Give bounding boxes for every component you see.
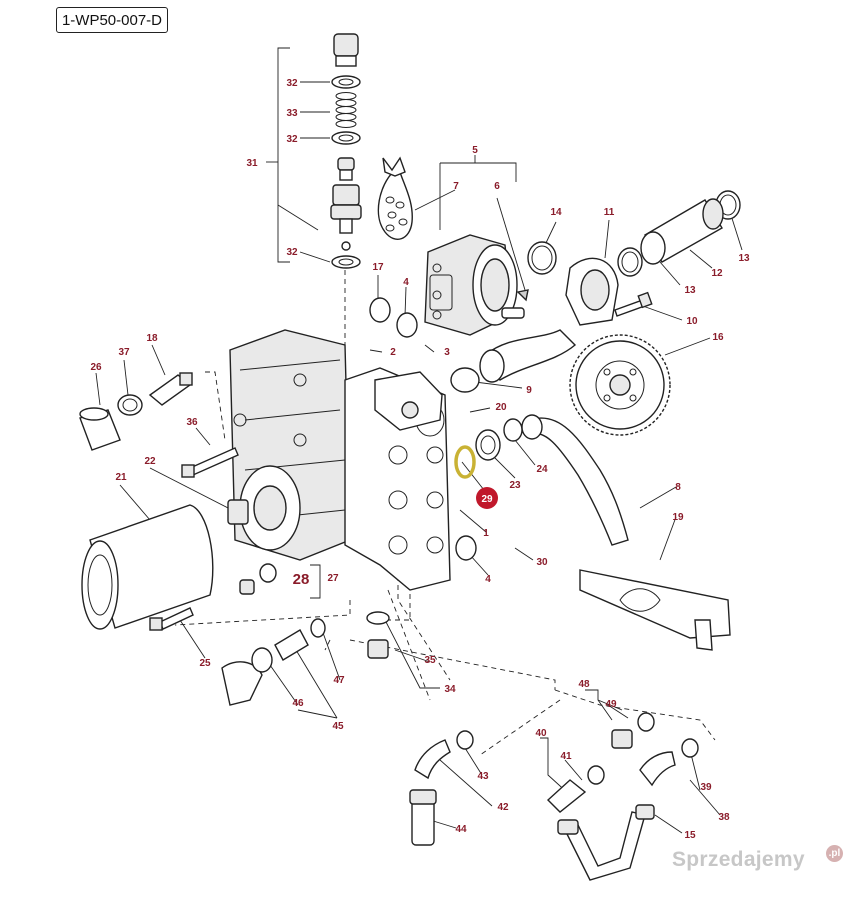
main-housing	[229, 329, 451, 591]
callout-48: 48	[578, 679, 590, 690]
callout-28: 28	[293, 571, 310, 588]
diagram-code-label: 1-WP50-007-D	[56, 7, 168, 33]
callout-3: 3	[444, 347, 450, 358]
callout-27: 27	[327, 573, 339, 584]
callout-42: 42	[497, 802, 509, 813]
leader-lines	[95, 47, 743, 834]
callout-29-badge	[476, 487, 498, 509]
gear-16	[569, 334, 671, 436]
parts-bag	[377, 156, 413, 240]
pipe-15	[557, 804, 655, 881]
callout-21: 21	[115, 472, 127, 483]
callout-4a: 4	[403, 277, 409, 288]
key-6	[516, 289, 529, 302]
fitting-48	[611, 712, 655, 749]
callout-45: 45	[332, 721, 344, 732]
callout-13a: 13	[738, 253, 750, 264]
callout-10: 10	[686, 316, 698, 327]
callout-22: 22	[144, 456, 156, 467]
callout-18: 18	[146, 333, 158, 344]
clamp-37	[117, 394, 143, 416]
callout-29: 29	[481, 494, 493, 505]
callout-33: 33	[286, 108, 298, 119]
callout-20: 20	[495, 402, 507, 413]
assembly-dashed-lines	[174, 270, 716, 756]
callout-30: 30	[536, 557, 548, 568]
callout-23: 23	[509, 480, 521, 491]
callout-4b: 4	[485, 574, 491, 585]
callout-12: 12	[711, 268, 723, 279]
callout-25: 25	[199, 658, 211, 669]
callout-19: 19	[672, 512, 684, 523]
plug-46	[221, 647, 273, 706]
callout-41: 41	[560, 751, 572, 762]
fitting-38	[639, 738, 699, 787]
callout-6: 6	[494, 181, 500, 192]
bolt-36	[181, 447, 239, 478]
fitting-42	[414, 730, 474, 780]
callout-40: 40	[535, 728, 547, 739]
relief-valve-stack	[330, 33, 362, 269]
callout-31: 31	[246, 158, 258, 169]
callout-35: 35	[424, 655, 436, 666]
callout-43: 43	[477, 771, 489, 782]
bolt-25	[149, 607, 194, 631]
tube-12	[640, 198, 724, 265]
callout-8: 8	[675, 482, 681, 493]
callout-labels: 1 2 3 4 4 5 6 7 8 9 10 11 12 13 13 14 15…	[90, 78, 750, 841]
fitting-35-34	[366, 611, 390, 659]
bracket-plate-19	[579, 569, 731, 651]
pipe-8	[521, 414, 629, 546]
elbow-11-pipe	[479, 257, 619, 383]
callout-1: 1	[483, 528, 489, 539]
upper-right-seals	[369, 190, 741, 561]
callout-16: 16	[712, 332, 724, 343]
watermark-badge: .pl	[826, 845, 843, 862]
callout-32b: 32	[286, 134, 298, 145]
callout-2: 2	[390, 347, 396, 358]
bolt-10	[614, 291, 653, 317]
callout-34: 34	[444, 684, 456, 695]
callout-15: 15	[684, 830, 696, 841]
callout-38: 38	[718, 812, 730, 823]
hydraulic-pump	[424, 234, 525, 336]
callout-49: 49	[605, 699, 617, 710]
callout-11: 11	[604, 207, 615, 218]
callout-9: 9	[526, 385, 532, 396]
callout-14: 14	[550, 207, 562, 218]
callout-32c: 32	[286, 247, 298, 258]
fitting-45	[274, 618, 326, 661]
callout-7: 7	[453, 181, 459, 192]
fitting-40	[546, 765, 605, 813]
callout-39: 39	[700, 782, 712, 793]
sensor-18	[148, 372, 193, 406]
callout-5: 5	[472, 145, 478, 156]
callout-24: 24	[536, 464, 548, 475]
callout-46: 46	[292, 698, 304, 709]
callout-47: 47	[333, 675, 345, 686]
callout-44: 44	[455, 824, 467, 835]
highlighted-o-ring-29	[454, 445, 476, 479]
filter-head	[227, 465, 301, 551]
tube-44	[409, 789, 437, 846]
callout-32a: 32	[286, 78, 298, 89]
o-ring-23	[475, 429, 501, 461]
callout-17: 17	[372, 262, 384, 273]
callout-37: 37	[118, 347, 130, 358]
filter-21	[81, 504, 214, 630]
watermark-text: Sprzedajemy	[672, 848, 805, 871]
plug-27	[239, 563, 277, 595]
callout-36: 36	[186, 417, 198, 428]
callout-26: 26	[90, 362, 102, 373]
callout-13b: 13	[684, 285, 696, 296]
cap-26	[79, 407, 121, 451]
